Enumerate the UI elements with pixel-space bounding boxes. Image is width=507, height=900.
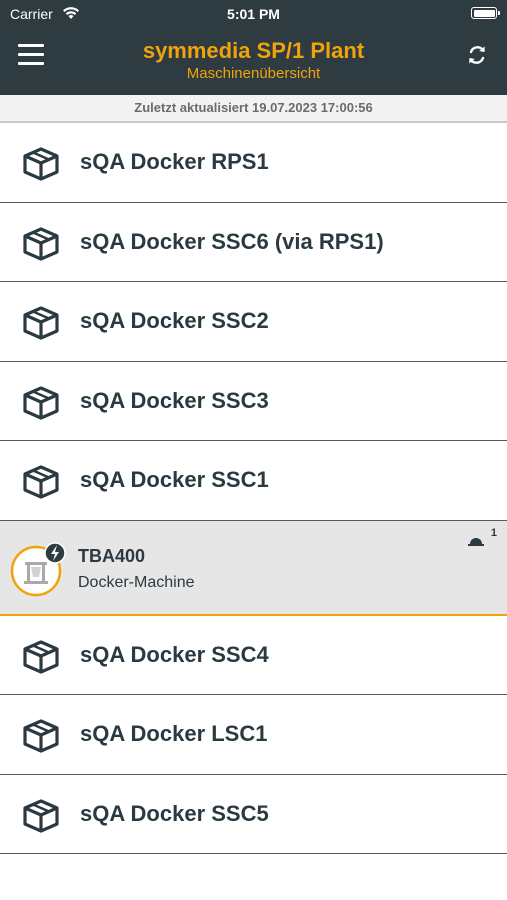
machine-type: Docker-Machine (78, 573, 195, 591)
app-header: Carrier 5:01 PM symmedia SP/1 Plant Masc… (0, 0, 507, 95)
machine-status-icon (10, 541, 66, 596)
status-bar: Carrier 5:01 PM (0, 0, 507, 28)
alarm-count-badge: 1 (490, 526, 497, 539)
package-cube-icon (23, 226, 59, 261)
clock: 5:01 PM (227, 6, 280, 22)
machine-row[interactable]: sQA Docker SSC6 (via RPS1) (0, 202, 507, 282)
package-cube-icon (23, 639, 59, 674)
machine-row-label: sQA Docker SSC1 (80, 467, 269, 492)
bell-icon (468, 537, 484, 546)
machine-row[interactable]: sQA Docker SSC4 (0, 615, 507, 695)
machine-row[interactable]: sQA Docker SSC3 (0, 361, 507, 441)
package-cube-icon (23, 719, 59, 753)
machine-row-label: sQA Docker SSC6 (via RPS1) (80, 228, 384, 254)
last-updated-bar: Zuletzt aktualisiert 19.07.2023 17:00:56 (0, 95, 507, 123)
wifi-icon (63, 7, 79, 19)
battery-icon (471, 7, 500, 19)
machine-row[interactable]: sQA Docker RPS1 (0, 123, 507, 203)
machine-row-tba400[interactable]: TBA400 Docker-Machine 1 (0, 520, 507, 616)
package-cube-icon (23, 798, 59, 833)
carrier-label: Carrier (10, 6, 53, 22)
app-title: symmedia SP/1 Plant (142, 38, 365, 63)
machine-row[interactable]: sQA Docker LSC1 (0, 695, 507, 775)
machine-row-label: sQA Docker SSC2 (80, 308, 269, 333)
page-subtitle: Maschinenübersicht (186, 65, 321, 82)
machine-row-label: sQA Docker RPS1 (80, 149, 269, 174)
package-cube-icon (23, 306, 59, 340)
package-cube-icon (23, 147, 59, 181)
machine-name: TBA400 (78, 545, 146, 566)
machine-row-label: sQA Docker SSC4 (80, 641, 269, 667)
machine-row-label: sQA Docker SSC3 (80, 387, 269, 413)
package-cube-icon (23, 385, 59, 420)
machine-row-label: sQA Docker LSC1 (80, 721, 268, 746)
machine-row[interactable]: sQA Docker SSC2 (0, 282, 507, 362)
machine-row[interactable]: sQA Docker SSC5 (0, 774, 507, 854)
machine-row-label: sQA Docker SSC5 (80, 800, 269, 826)
refresh-icon[interactable] (465, 43, 489, 67)
machine-row[interactable]: sQA Docker SSC1 (0, 441, 507, 521)
package-cube-icon (23, 465, 59, 499)
machine-list: sQA Docker RPS1 sQA Docker SSC6 (via RPS1… (0, 123, 507, 854)
menu-button[interactable] (18, 44, 44, 66)
